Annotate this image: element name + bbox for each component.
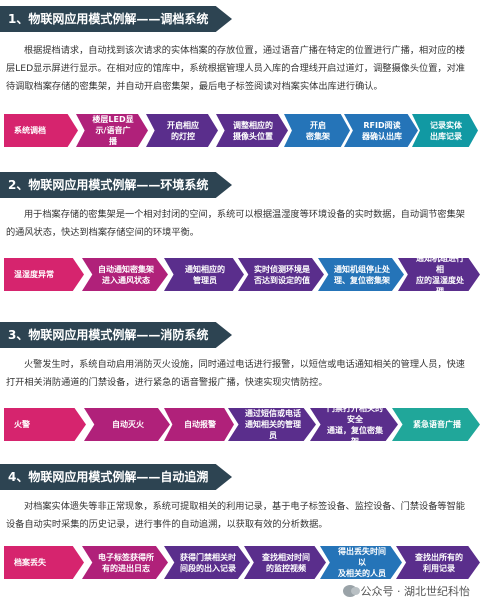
flow-step-start: 系统调档 [4,114,78,147]
flow-step: 记录实体 出库记录 [412,114,478,147]
flow-step: 自动灭火 [84,408,170,441]
section-title-banner: 1、物联网应用模式例解——调档系统 [0,6,232,32]
flow-step: 电子标签获得所 有的进出日志 [82,546,168,579]
flow-step: 紧急语音广播 [392,408,480,441]
flow-step: 开启 密集架 [284,114,350,147]
flow-step: 得出丢失时间以 及相关的人员 [320,546,402,579]
flow-step: 自动通知密集架 进入通风状态 [82,258,168,291]
process-flow: 档案丢失 电子标签获得所 有的进出日志 获得门禁相关时 间段的出入记录 查找相对… [0,546,482,579]
flow-step: RFID阅读 器确认出库 [344,114,418,147]
flow-step-start: 温湿度异常 [4,258,84,291]
section-description: 用于档案存储的密集架是一个相对封闭的空间，系统可以根据温湿度等环境设备的实时数据… [6,209,465,238]
process-flow: 系统调档 楼层LED显 示/语音广播 开启相应 的灯控 调整相应的 摄像头位置 … [0,114,482,147]
flow-step: 通知机组进行相 应的温湿度处理 [398,258,480,291]
watermark-text: 公众号 · 湖北世纪科怡 [360,585,471,598]
flow-step: 查找出所有的 利用记录 [396,546,480,579]
flow-step: 获得门禁相关时 间段的出入记录 [164,546,250,579]
flow-step: 门禁打开相关的安全 通道，复位密集架 [310,408,398,441]
watermark: 公众号 · 湖北世纪科怡 [342,583,471,599]
flow-step: 通知机组停止处 理、复位密集架 [318,258,404,291]
section-description: 对档案实体遗失等非正常现象，系统可提取相关的利用记录，基于电子标签设备、监控设备… [6,501,465,530]
section-description: 火警发生时，系统自动启用消防灭火设施，同时通过电话进行报警，以短信或电话通知相关… [6,359,465,388]
section-title-banner: 2、物联网应用模式例解——环境系统 [0,172,232,198]
flow-step-start: 档案丢失 [4,546,84,579]
section-title-banner: 3、物联网应用模式例解——消防系统 [0,322,232,348]
flow-step: 通过短信或电话 通知相关的管理员 [228,408,316,441]
process-flow: 温湿度异常 自动通知密集架 进入通风状态 通知相应的 管理员 实时侦测环境是 否… [0,258,482,291]
flow-step: 实时侦测环境是 否达到设定的值 [238,258,324,291]
flow-step: 调整相应的 摄像头位置 [216,114,288,147]
flow-step: 通知相应的 管理员 [164,258,244,291]
section-description: 根据提档请求，自动找到该次请求的实体档案的存放位置，通过语音广播在特定的位置进行… [6,45,465,92]
wechat-icon [342,585,360,597]
flow-step: 楼层LED显 示/语音广播 [76,114,148,147]
flow-step: 查找相对时间 的监控视频 [244,546,326,579]
process-flow: 火警 自动灭火 自动报警 通过短信或电话 通知相关的管理员 门禁打开相关的安全 … [0,408,482,441]
section-title-banner: 4、物联网应用模式例解——自动追溯 [0,464,232,490]
flow-step: 自动报警 [164,408,234,441]
flow-step-start: 火警 [4,408,86,441]
flow-step: 开启相应 的灯控 [146,114,218,147]
